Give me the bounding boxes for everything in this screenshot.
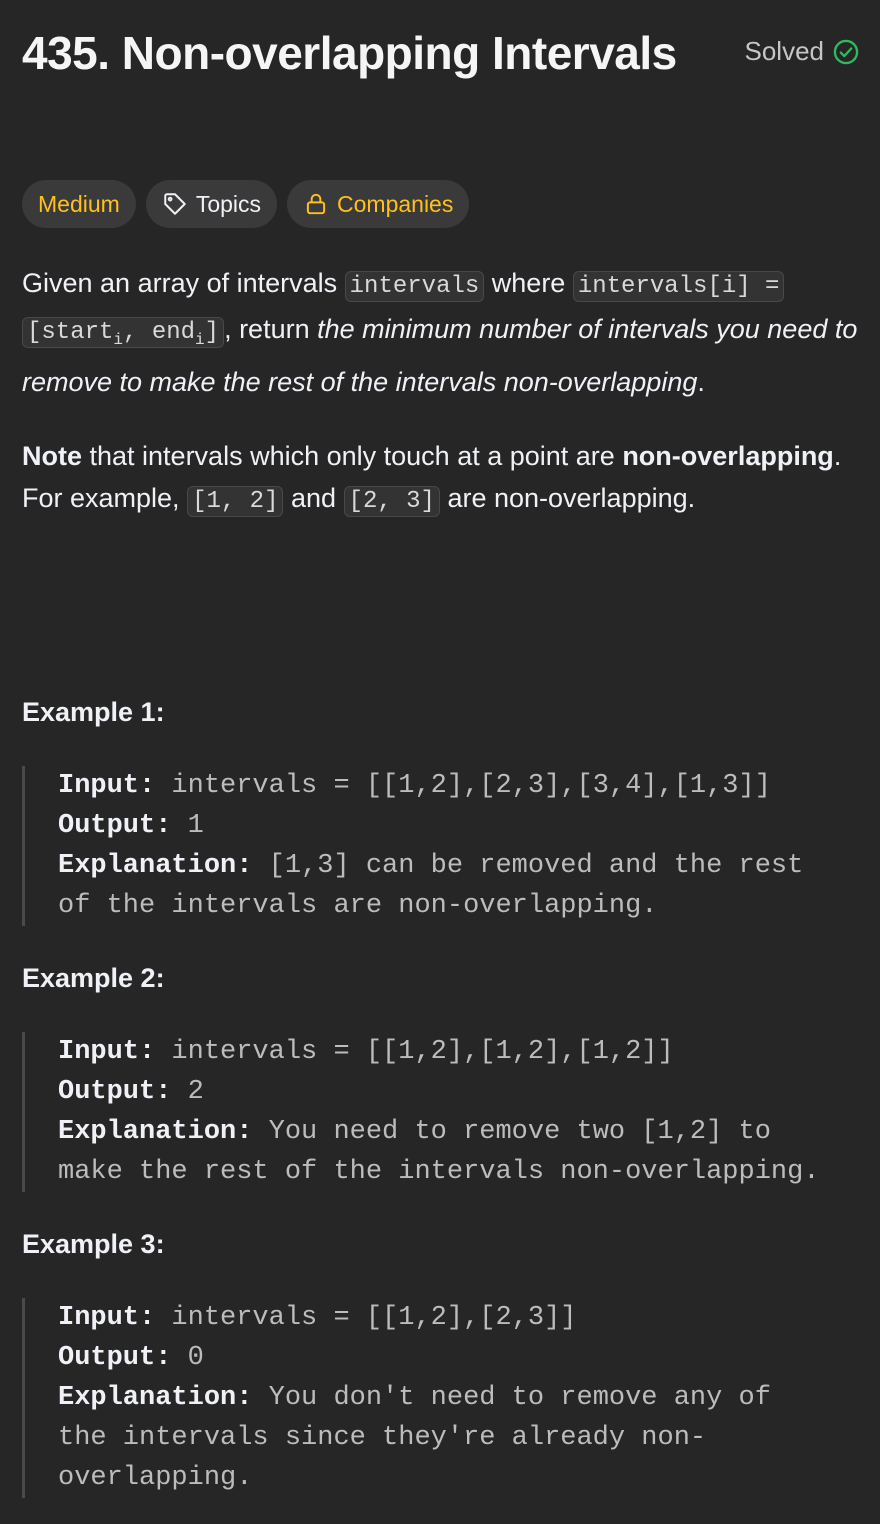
subscript: i <box>113 330 124 349</box>
topics-label: Topics <box>195 190 262 217</box>
description-text: where <box>484 268 573 298</box>
example-explanation: Explanation: You don't need to remove an… <box>58 1378 862 1418</box>
example-3-block: Input: intervals = [[1,2],[2,3]] Output:… <box>22 1298 862 1498</box>
inline-code: [2, 3] <box>343 485 440 517</box>
example-input: Input: intervals = [[1,2],[2,3],[3,4],[1… <box>58 766 862 806</box>
explanation-text: [1,3] can be removed and the rest <box>252 851 804 881</box>
input-value: intervals = [[1,2],[2,3],[3,4],[1,3]] <box>155 771 771 801</box>
explanation-text: You don't need to remove any of <box>252 1383 771 1413</box>
companies-label: Companies <box>337 190 454 217</box>
note-bold: non-overlapping <box>622 440 834 471</box>
explanation-label: Explanation: <box>58 1383 253 1413</box>
solved-label: Solved <box>744 36 825 66</box>
difficulty-badge: Medium <box>22 180 136 228</box>
inline-code: [starti, endi] <box>22 317 225 349</box>
output-value: 1 <box>171 811 204 841</box>
example-2-block: Input: intervals = [[1,2],[1,2],[1,2]] O… <box>22 1032 862 1192</box>
subscript: i <box>195 330 205 349</box>
solved-status: Solved <box>745 36 861 67</box>
input-label: Input: <box>58 1303 156 1333</box>
example-1-block: Input: intervals = [[1,2],[2,3],[3,4],[1… <box>22 766 862 926</box>
note-text: are non-overlapping. <box>439 482 696 513</box>
lock-icon <box>306 193 326 215</box>
inline-code: intervals[i] = <box>572 271 785 302</box>
example-explanation-cont: make the rest of the intervals non-overl… <box>58 1157 820 1187</box>
description-emphasis: the minimum number of intervals you need… <box>22 314 858 397</box>
example-explanation: Explanation: You need to remove two [1,2… <box>58 1112 862 1152</box>
input-value: intervals = [[1,2],[2,3]] <box>155 1303 577 1333</box>
note-bold: Note <box>22 440 82 471</box>
problem-description: Given an array of intervals intervals wh… <box>22 262 858 523</box>
note-text: . For example, <box>22 440 842 513</box>
output-value: 2 <box>171 1077 204 1107</box>
output-value: 0 <box>171 1343 204 1373</box>
tag-row: Medium Topics Companies <box>22 180 470 228</box>
inline-code: [1, 2] <box>187 485 284 517</box>
example-explanation-cont: overlapping. <box>58 1463 253 1493</box>
inline-code: intervals <box>344 271 485 302</box>
description-paragraph: Given an array of intervals intervals wh… <box>22 262 858 403</box>
example-3-title: Example 3: <box>22 1229 165 1259</box>
output-label: Output: <box>58 1077 172 1107</box>
note-paragraph: Note that intervals which only touch at … <box>22 435 858 523</box>
example-output: Output: 1 <box>58 806 862 846</box>
example-explanation: Explanation: [1,3] can be removed and th… <box>58 846 862 886</box>
problem-header: 435. Non-overlapping Intervals Solved <box>22 24 860 84</box>
example-2-title: Example 2: <box>22 963 165 993</box>
description-text: , return <box>224 314 318 344</box>
example-input: Input: intervals = [[1,2],[1,2],[1,2]] <box>58 1032 862 1072</box>
input-label: Input: <box>58 771 156 801</box>
tag-icon <box>164 193 186 215</box>
example-output: Output: 0 <box>58 1338 862 1378</box>
input-value: intervals = [[1,2],[1,2],[1,2]] <box>155 1037 674 1067</box>
example-explanation-cont: of the intervals are non-overlapping. <box>58 891 658 921</box>
problem-title[interactable]: 435. Non-overlapping Intervals <box>22 27 677 79</box>
note-text: and <box>283 482 344 513</box>
output-label: Output: <box>58 1343 172 1373</box>
example-input: Input: intervals = [[1,2],[2,3]] <box>58 1298 862 1338</box>
code-part: ] <box>204 319 220 346</box>
input-label: Input: <box>58 1037 156 1067</box>
difficulty-label: Medium <box>38 190 120 217</box>
output-label: Output: <box>58 811 172 841</box>
explanation-label: Explanation: <box>58 851 253 881</box>
example-output: Output: 2 <box>58 1072 862 1112</box>
note-text: that intervals which only touch at a poi… <box>82 440 623 471</box>
check-circle-icon <box>833 39 859 64</box>
code-part: , end <box>123 319 196 346</box>
description-text: Given an array of intervals <box>22 268 345 298</box>
example-explanation-cont: the intervals since they're already non- <box>58 1423 707 1453</box>
code-part: [start <box>27 319 114 346</box>
explanation-label: Explanation: <box>58 1117 253 1147</box>
companies-button[interactable]: Companies <box>287 180 470 228</box>
topics-button[interactable]: Topics <box>145 180 278 228</box>
description-text: . <box>697 366 705 397</box>
example-1-title: Example 1: <box>22 697 165 727</box>
explanation-text: You need to remove two [1,2] to <box>252 1117 771 1147</box>
